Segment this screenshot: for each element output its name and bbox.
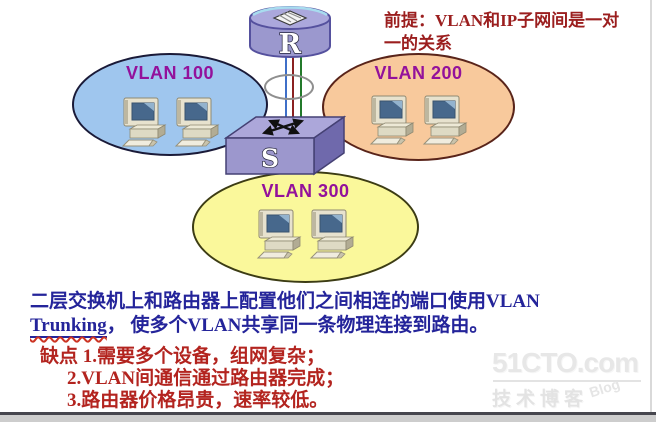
computer-icon [422, 93, 468, 145]
router-diamond-icon [272, 10, 308, 26]
computer-icon [121, 95, 167, 147]
computer-icon [309, 207, 355, 259]
vlan-300-ellipse: VLAN 300 [192, 171, 419, 283]
premise-line-1: 前提：VLAN和IP子网间是一对 [384, 11, 620, 30]
description-line-2: Trunking， 使多个VLAN共享同一条物理连接到路由。 [30, 314, 626, 338]
drawback-item-1: 缺点 1.需要多个设备，组网复杂； [40, 346, 326, 367]
frame-right-edge [650, 0, 652, 413]
trunk-group-ellipse [264, 74, 314, 100]
description-line-1: 二层交换机上和路由器上配置他们之间相连的端口使用VLAN [30, 291, 540, 312]
switch-letter: S [261, 144, 279, 173]
vlan-200-ellipse: VLAN 200 [322, 53, 515, 161]
computer-icon [174, 95, 220, 147]
watermark-divider [493, 380, 641, 382]
premise-note: 前提：VLAN和IP子网间是一对 一的关系 [384, 9, 652, 55]
vlan-100-ellipse: VLAN 100 [72, 53, 268, 156]
vlan-200-computers [324, 93, 513, 145]
drawback-item-2: 2.VLAN间通信通过路由器完成； [67, 368, 345, 389]
premise-line-2: 一的关系 [384, 34, 452, 53]
vlan-300-computers [194, 207, 417, 259]
frame-bottom-shadow [0, 415, 656, 422]
switch-icon: S [223, 115, 347, 176]
computer-icon [256, 207, 302, 259]
vlan-200-label: VLAN 200 [374, 63, 463, 83]
switch-crossing-arrows-icon [261, 118, 305, 136]
router-icon: R [249, 6, 331, 61]
trunking-underlined-word: Trunking [30, 315, 107, 336]
watermark-subtitle: 技术博客 [492, 389, 589, 410]
router-device: R [246, 4, 334, 67]
vlan-300-label: VLAN 300 [261, 181, 350, 201]
vlan-100-label: VLAN 100 [125, 63, 215, 83]
drawback-item-3: 3.路由器价格昂贵，速率较低。 [67, 390, 329, 411]
computer-icon [369, 93, 415, 145]
router-letter: R [279, 29, 302, 60]
switch-device: S [223, 114, 347, 181]
watermark: 51CTO.com 技术博客 Blog [492, 347, 650, 411]
drawbacks-list: 缺点 1.需要多个设备，组网复杂； 2.VLAN间通信通过路由器完成； 3.路由… [40, 346, 344, 412]
frame-bottom-line [0, 412, 656, 415]
description-paragraph: 二层交换机上和路由器上配置他们之间相连的端口使用VLAN Trunking， 使… [30, 290, 626, 338]
description-line-2-rest: ， 使多个VLAN共享同一条物理连接到路由。 [106, 315, 489, 336]
watermark-brand: 51CTO.com [492, 347, 639, 378]
